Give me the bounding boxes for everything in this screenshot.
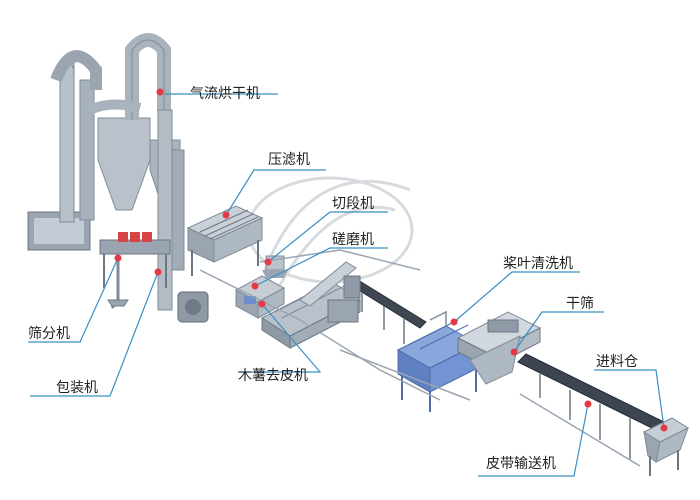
filter-press-machine	[186, 205, 264, 276]
inclined-conveyor-1	[343, 275, 427, 344]
label-air-dryer: 气流烘干机	[190, 86, 260, 102]
label-cassava-peeler: 木薯去皮机	[238, 368, 308, 384]
marker-dot-belt-conveyor	[584, 400, 592, 408]
marker-dots	[114, 88, 668, 432]
marker-dot-packing	[154, 268, 162, 276]
feed-hopper-machine	[642, 417, 690, 476]
air-dryer-machine	[27, 33, 209, 323]
label-filter-press: 压滤机	[268, 152, 310, 168]
dry-sieve-machine	[456, 311, 542, 385]
label-sieving-machine: 筛分机	[28, 326, 70, 342]
marker-dot-sieving	[114, 254, 122, 262]
label-packing-machine: 包装机	[56, 380, 98, 396]
grinder-machine	[234, 275, 286, 319]
marker-dot-air-dryer	[156, 88, 164, 96]
callout-lines	[28, 93, 665, 477]
connecting-pipes	[199, 249, 471, 401]
marker-dot-cassava-peeler	[258, 300, 266, 308]
marker-dot-filter-press	[222, 211, 230, 219]
label-feed-hopper: 进料仓	[596, 354, 638, 370]
marker-dot-dry-sieve	[510, 348, 518, 356]
label-belt-conveyor: 皮带输送机	[486, 456, 556, 472]
cassava-peeler-machine	[261, 261, 361, 349]
marker-dot-cutter	[264, 258, 272, 266]
paddle-washer-machine	[396, 310, 480, 412]
label-dry-sieve: 干筛	[566, 296, 594, 312]
marker-dot-feed-hopper	[660, 424, 668, 432]
marker-dot-grinder	[251, 282, 259, 290]
marker-dot-paddle-washer	[450, 318, 458, 326]
label-paddle-washer: 桨叶清洗机	[503, 256, 573, 272]
label-cutter: 切段机	[332, 196, 374, 212]
belt-conveyor-machine	[517, 353, 669, 467]
label-grinder: 磋磨机	[332, 232, 374, 248]
